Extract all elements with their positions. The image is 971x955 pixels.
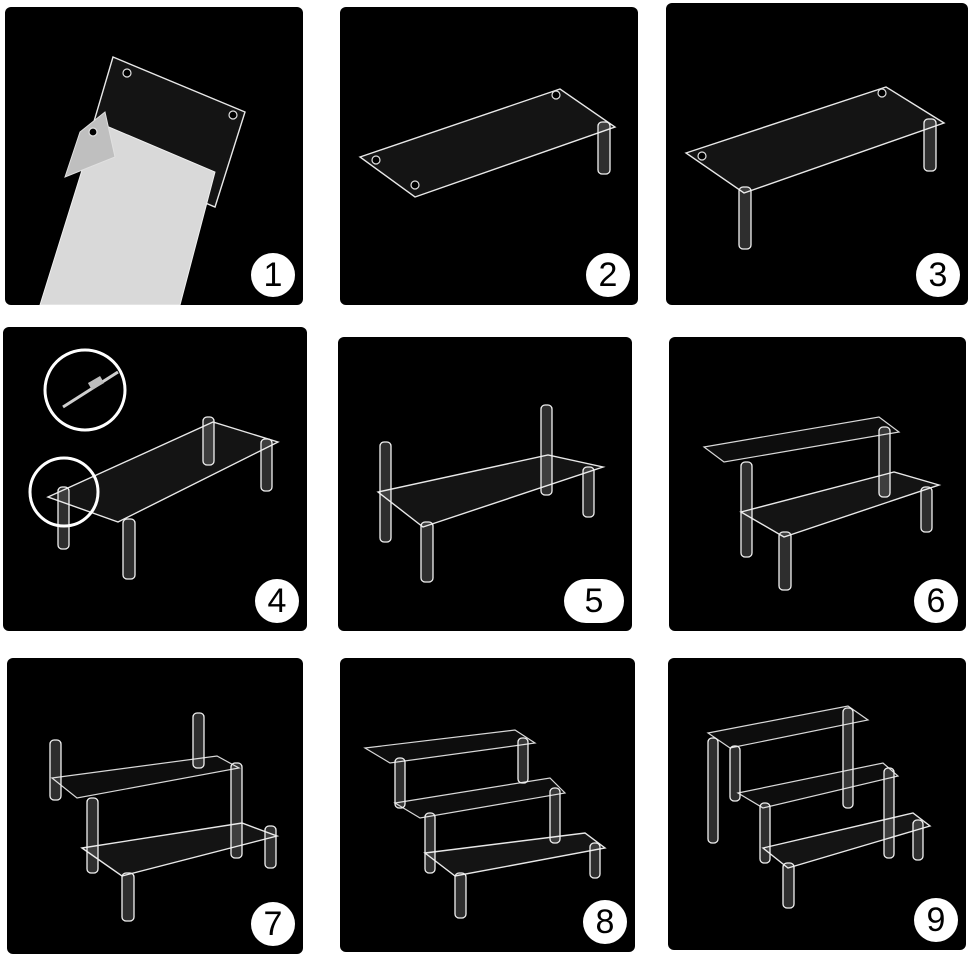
board-one-leg-icon [358, 88, 617, 198]
step-number-badge: 3 [916, 253, 960, 297]
extension-rods-icon [376, 404, 606, 583]
step-number-badge: 2 [586, 253, 630, 297]
two-tier-icon [702, 416, 942, 591]
step-7-panel: 7 [7, 658, 303, 954]
three-tier-icon [363, 729, 607, 919]
step-number-badge: 6 [914, 579, 958, 623]
step-number-badge: 5 [564, 579, 624, 623]
step-6-panel: 6 [669, 337, 966, 631]
two-tier-rods-icon [49, 712, 280, 922]
step-number-badge: 7 [251, 902, 295, 946]
step-number-badge: 8 [583, 900, 627, 944]
screw-detail-icon [28, 348, 280, 580]
step-1-panel: 1 [5, 7, 303, 305]
step-8-panel: 8 [340, 658, 635, 952]
step-4-panel: 4 [3, 327, 307, 631]
step-2-panel: 2 [340, 7, 638, 305]
step-number-badge: 9 [914, 898, 958, 942]
step-3-panel: 3 [666, 3, 968, 305]
step-9-panel: 9 [668, 658, 966, 950]
step-5-panel: 5 [338, 337, 632, 631]
board-two-legs-icon [684, 86, 946, 250]
three-tier-finished-icon [706, 705, 932, 909]
step-number-badge: 1 [251, 253, 295, 297]
peel-film-icon [39, 56, 246, 305]
step-number-badge: 4 [255, 579, 299, 623]
